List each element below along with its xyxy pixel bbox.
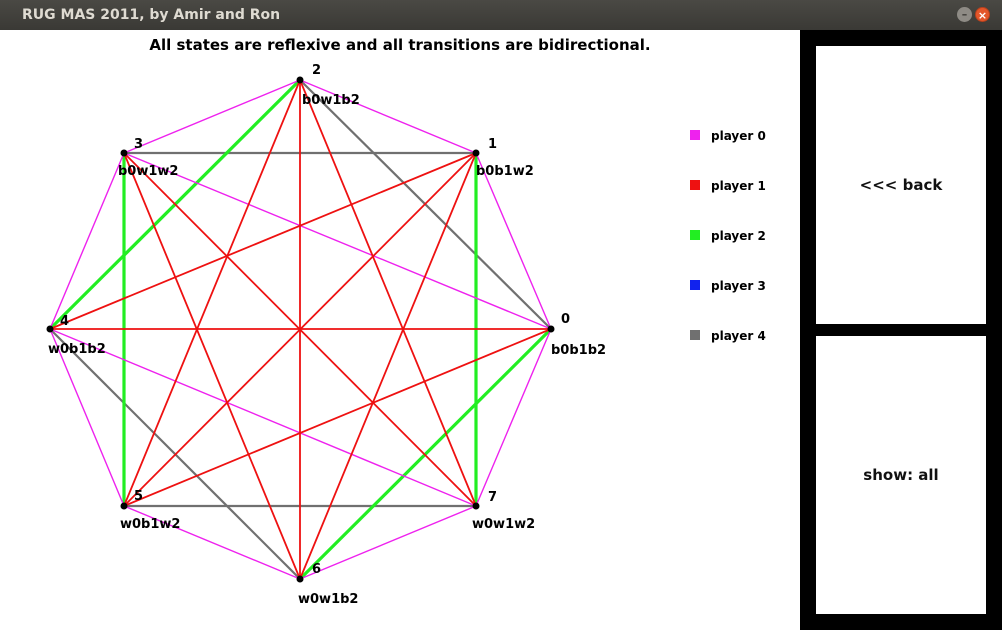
state-node-6: 6 w0w1b2: [296, 562, 358, 607]
edge-6-7-player-0: [299, 505, 477, 580]
state-dot-0: [547, 325, 555, 333]
edge-0-5-player-1: [123, 328, 552, 507]
state-index-3: 3: [134, 137, 143, 152]
legend-label-1: player 1: [711, 179, 766, 193]
edge-0-1-player-0: [475, 152, 552, 330]
state-index-6: 6: [312, 562, 321, 577]
state-index-1: 1: [488, 137, 497, 152]
legend-swatch-0: [690, 130, 700, 140]
state-node-4: 4 w0b1b2: [46, 314, 106, 357]
legend-item-player-0: player 0: [690, 129, 766, 143]
state-dot-3: [120, 149, 128, 157]
state-node-2: 2 b0w1b2: [296, 63, 360, 108]
legend-label-3: player 3: [711, 279, 766, 293]
legend-label-2: player 2: [711, 229, 766, 243]
state-dot-2: [296, 76, 304, 84]
state-node-7: 7 w0w1w2: [472, 490, 535, 532]
edge-4-5-player-0: [49, 328, 125, 507]
state-label-7: w0w1w2: [472, 517, 535, 532]
edge-2-3-player-0: [123, 79, 301, 154]
legend-swatch-4: [690, 330, 700, 340]
edge-3-6-player-1: [123, 152, 301, 580]
node-layer: 0 b0b1b2 1 b0b1w2 2 b0w1b2 3 b0w1w2 4 w0b1b2 5 w0b1…: [46, 63, 606, 607]
edge-layer: [48, 78, 553, 581]
legend-item-player-4: player 4: [690, 329, 766, 343]
state-dot-1: [472, 149, 480, 157]
minimize-icon[interactable]: –: [957, 7, 972, 22]
title-bar: RUG MAS 2011, by Amir and Ron – ×: [0, 0, 1002, 30]
state-label-1: b0b1w2: [476, 164, 534, 179]
legend-swatch-3: [690, 280, 700, 290]
back-button[interactable]: <<< back: [816, 46, 986, 324]
edge-1-2-player-0: [299, 79, 477, 154]
graph-caption: All states are reflexive and all transit…: [149, 36, 650, 54]
state-dot-5: [120, 502, 128, 510]
state-index-4: 4: [60, 314, 69, 329]
state-index-7: 7: [488, 490, 497, 505]
state-index-0: 0: [561, 312, 570, 327]
state-label-3: b0w1w2: [118, 164, 178, 179]
state-node-1: 1 b0b1w2: [472, 137, 534, 179]
legend-swatch-1: [690, 180, 700, 190]
state-label-2: b0w1b2: [302, 93, 360, 108]
window-controls: – ×: [957, 7, 990, 22]
kripke-graph-canvas: All states are reflexive and all transit…: [46, 36, 766, 607]
legend-swatch-2: [690, 230, 700, 240]
state-index-2: 2: [312, 63, 321, 78]
state-node-3: 3 b0w1w2: [118, 137, 178, 179]
state-dot-7: [472, 502, 480, 510]
state-node-5: 5 w0b1w2: [120, 489, 180, 532]
edge-2-5-player-1: [123, 79, 301, 507]
edge-0-3-player-0: [123, 152, 552, 330]
edge-3-7-player-1: [123, 152, 477, 507]
edge-3-4-player-0: [49, 152, 125, 330]
edge-0-6-player-2: [298, 327, 553, 581]
edge-7-0-player-0: [475, 328, 552, 507]
edge-5-6-player-0: [123, 505, 301, 580]
content-area: All states are reflexive and all transit…: [0, 30, 1002, 630]
state-dot-4: [46, 325, 54, 333]
legend-item-player-1: player 1: [690, 179, 766, 193]
legend-label-0: player 0: [711, 129, 766, 143]
edge-1-6-player-1: [299, 152, 477, 580]
legend: player 0 player 1 player 2 player 3 player 4: [690, 129, 766, 343]
window-title: RUG MAS 2011, by Amir and Ron: [22, 7, 281, 23]
legend-item-player-2: player 2: [690, 229, 766, 243]
side-panel: <<< back show: all: [800, 30, 1002, 630]
state-label-6: w0w1b2: [298, 592, 358, 607]
legend-label-4: player 4: [711, 329, 766, 343]
edge-4-7-player-0: [49, 328, 477, 507]
state-index-5: 5: [134, 489, 143, 504]
show-filter-button[interactable]: show: all: [816, 336, 986, 614]
state-label-0: b0b1b2: [551, 343, 606, 358]
close-icon[interactable]: ×: [975, 7, 990, 22]
edge-2-7-player-1: [299, 79, 477, 507]
state-node-0: 0 b0b1b2: [547, 312, 606, 358]
legend-item-player-3: player 3: [690, 279, 766, 293]
state-label-5: w0b1w2: [120, 517, 180, 532]
edge-1-4-player-1: [49, 152, 477, 330]
state-label-4: w0b1b2: [48, 342, 106, 357]
state-dot-6: [296, 575, 304, 583]
